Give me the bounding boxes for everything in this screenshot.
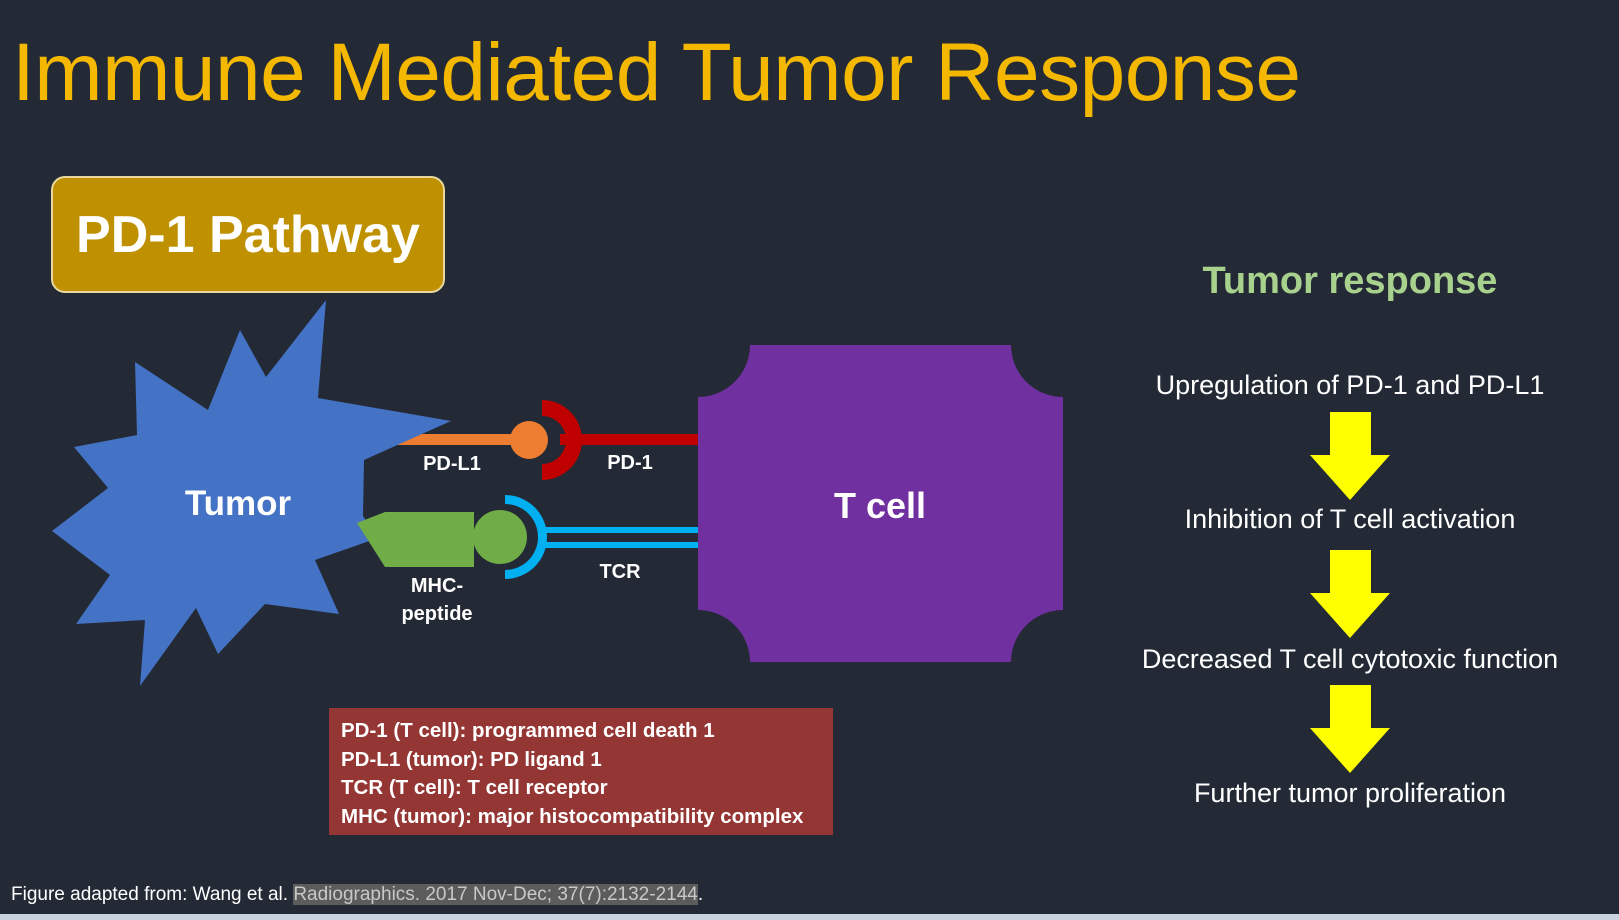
pathway-badge: PD-1 Pathway [51, 176, 445, 293]
citation-prefix: Figure adapted from: Wang et al. [11, 884, 294, 905]
t-cell [698, 345, 1063, 662]
response-step: Further tumor proliferation [1193, 778, 1507, 808]
tcr-stalk-bottom [542, 542, 702, 548]
mhc-label-line2: peptide [401, 603, 472, 625]
slide-title: Immune Mediated Tumor Response [12, 27, 1301, 118]
down-arrow-icon [1310, 550, 1390, 638]
tcell-label: T cell [834, 485, 926, 526]
peptide-ball [473, 510, 527, 564]
bottom-scroll-strip [0, 914, 1619, 920]
response-step: Decreased T cell cytotoxic function [1141, 644, 1559, 674]
pd1-stalk [560, 434, 700, 445]
mhc-label-line1: MHC- [411, 575, 463, 597]
pdl1-label: PD-L1 [423, 453, 481, 475]
pd1-receptor-cup [542, 400, 582, 480]
citation-source-link[interactable]: Radiographics. 2017 Nov-Dec; 37(7):2132-… [293, 884, 698, 905]
pd1-label: PD-1 [607, 452, 653, 474]
legend-item: PD-L1 (tumor): PD ligand 1 [341, 747, 602, 771]
mhc-complex [357, 512, 474, 567]
legend-item: PD-1 (T cell): programmed cell death 1 [341, 719, 715, 742]
pdl1-stalk [395, 434, 525, 445]
legend-item: TCR (T cell): T cell receptor [341, 776, 608, 799]
tumor-cell [52, 300, 451, 686]
response-step: Inhibition of T cell activation [1184, 504, 1516, 534]
tcr-receptor-cup [505, 495, 547, 579]
citation-suffix: . [697, 884, 704, 905]
abbreviation-legend: PD-1 (T cell): programmed cell death 1 P… [329, 708, 833, 835]
down-arrow-icon [1310, 685, 1390, 773]
legend-item: MHC (tumor): major histocompatibility co… [341, 804, 804, 828]
response-step: Upregulation of PD-1 and PD-L1 [1155, 370, 1545, 400]
figure-citation: Figure adapted from: Wang et al. Radiogr… [11, 884, 703, 906]
tcr-stalk-top [542, 527, 702, 533]
down-arrow-icon [1310, 412, 1390, 500]
tumor-label: Tumor [185, 484, 292, 523]
pdl1-ligand-ball [510, 421, 548, 459]
tumor-response-heading: Tumor response [1202, 260, 1498, 302]
tcr-label: TCR [599, 561, 641, 583]
